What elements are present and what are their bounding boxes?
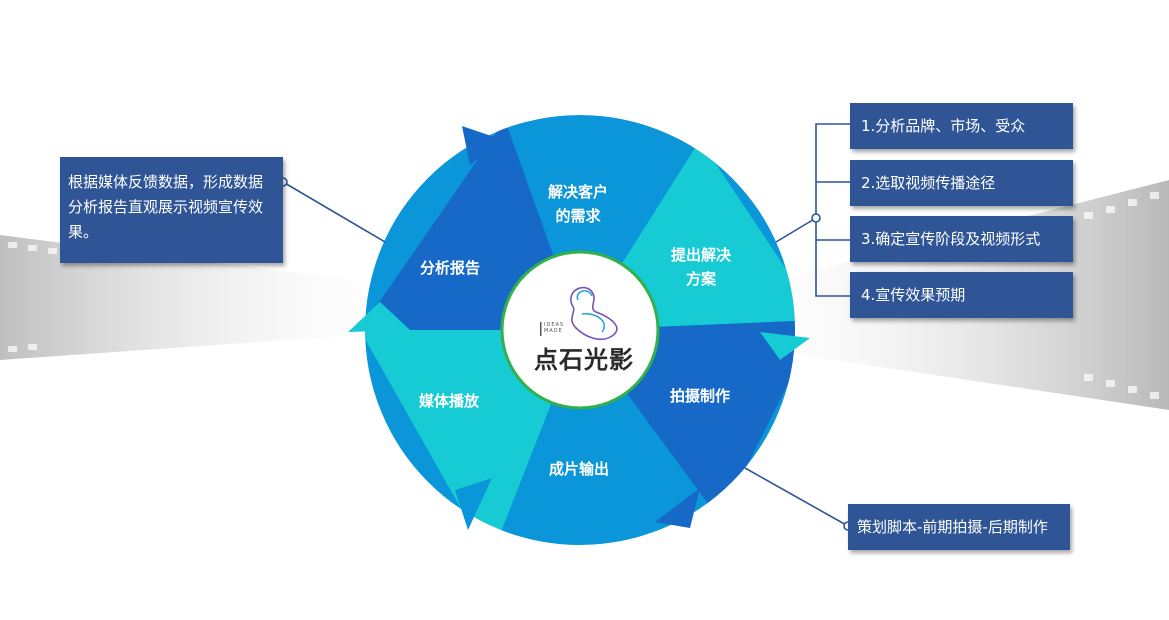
segment-output xyxy=(490,330,720,545)
segment-label-output: 成片输出 xyxy=(524,457,634,481)
segment-label-needs: 解决客户的需求 xyxy=(523,180,633,228)
callout-right-item-2: 2.选取视频传播途径 xyxy=(850,160,1073,206)
callout-right-item-3: 3.确定宣传阶段及视频形式 xyxy=(850,216,1073,262)
logo-small-text: IDEAS MADE xyxy=(544,322,565,334)
segment-label-line: 拍摄制作 xyxy=(669,387,730,405)
cycle-arrows xyxy=(348,126,810,530)
logo-mark-icon xyxy=(570,286,618,341)
logo-small-bars xyxy=(540,322,542,336)
cycle-arrow-icon xyxy=(348,302,410,332)
callout-right-item-4: 4.宣传效果预期 xyxy=(850,272,1073,318)
segment-label-line: 提出解决 xyxy=(670,246,731,264)
segment-label-solution: 提出解决方案 xyxy=(646,243,756,291)
callout-bottom-production: 策划脚本-前期拍摄-后期制作 xyxy=(848,504,1070,550)
segment-media xyxy=(365,330,580,545)
logo-brand-text: 点石光影 xyxy=(534,346,634,374)
cycle-arrow-icon xyxy=(455,478,492,530)
segment-label-line: 的需求 xyxy=(555,207,601,225)
segment-needs xyxy=(505,120,700,330)
callout-left-report: 根据媒体反馈数据，形成数据分析报告直观展示视频宣传效果。 xyxy=(60,157,283,263)
segment-label-report: 分析报告 xyxy=(395,256,505,280)
segment-label-line: 解决客户 xyxy=(547,183,608,201)
cycle-segments xyxy=(365,115,795,545)
connector-lines xyxy=(282,123,850,527)
cycle-arrow-icon xyxy=(655,488,700,528)
segment-label-line: 分析报告 xyxy=(419,259,480,277)
segment-label-line: 成片输出 xyxy=(548,460,609,478)
segment-label-shooting: 拍摄制作 xyxy=(645,384,755,408)
callout-right-item-1: 1.分析品牌、市场、受众 xyxy=(850,103,1073,149)
segment-label-line: 媒体播放 xyxy=(418,392,479,410)
segment-label-line: 方案 xyxy=(685,270,716,288)
connector-dot-right xyxy=(811,213,821,223)
cycle-arrow-icon xyxy=(760,332,810,360)
segment-label-media: 媒体播放 xyxy=(394,389,504,413)
cycle-arrow-icon xyxy=(462,126,503,165)
center-logo-circle xyxy=(500,250,660,410)
